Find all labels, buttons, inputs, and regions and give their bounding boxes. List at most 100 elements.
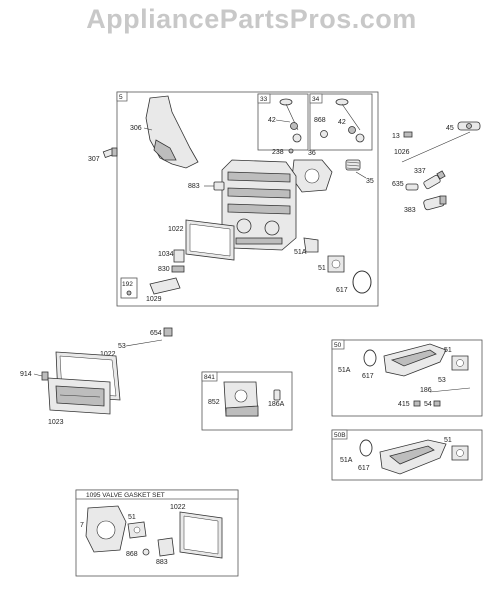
plug-883[interactable]: [213, 181, 225, 191]
label-7-g: 7: [80, 522, 84, 529]
fitting-186A[interactable]: [273, 389, 281, 401]
label-53-m: 53: [438, 377, 446, 384]
label-868-g: 868: [126, 551, 138, 558]
label-42-b: 42: [338, 119, 346, 126]
cylinder-head[interactable]: [221, 159, 297, 251]
group-50B-frame: [331, 429, 483, 481]
bolt-654[interactable]: [163, 327, 173, 337]
valve-keeper-b[interactable]: [348, 126, 356, 134]
valve-keeper-a[interactable]: [290, 122, 298, 130]
label-51A-m: 51A: [338, 367, 351, 374]
label-617: 617: [336, 287, 348, 294]
spark-plug-boot-383[interactable]: [423, 195, 447, 211]
nut-13[interactable]: [403, 131, 413, 138]
valve-exhaust[interactable]: [335, 98, 361, 131]
group-841-frame: [201, 371, 293, 431]
label-1026: 1026: [394, 149, 410, 156]
intake-manifold-50B[interactable]: [379, 439, 447, 475]
label-1034: 1034: [158, 251, 174, 258]
label-617-m: 617: [362, 373, 374, 380]
rocker-arm-45[interactable]: [457, 121, 481, 131]
label-852: 852: [208, 399, 220, 406]
label-1023: 1023: [48, 419, 64, 426]
screw-914[interactable]: [41, 371, 49, 381]
bolt-830[interactable]: [171, 265, 185, 273]
tube-635[interactable]: [405, 183, 419, 191]
clip-192[interactable]: [126, 290, 132, 296]
intake-manifold-50[interactable]: [383, 343, 447, 377]
oring-617[interactable]: [352, 270, 372, 294]
label-883-g: 883: [156, 559, 168, 566]
label-883: 883: [188, 183, 200, 190]
label-51A: 51A: [294, 249, 307, 256]
label-13: 13: [392, 133, 400, 140]
label-830: 830: [158, 266, 170, 273]
screw-307[interactable]: [102, 147, 118, 159]
group-50-frame: [331, 339, 483, 417]
spark-plug-337[interactable]: [423, 170, 446, 190]
label-1022-g: 1022: [170, 504, 186, 511]
plate-1034[interactable]: [173, 249, 185, 263]
valve-spring-35[interactable]: [345, 159, 361, 171]
label-1022: 1022: [168, 226, 184, 233]
label-186-m: 186: [420, 387, 432, 394]
label-1022-b: 1022: [100, 351, 116, 358]
label-51-m: 51: [444, 347, 452, 354]
filter-852[interactable]: [223, 381, 259, 417]
label-53: 53: [118, 343, 126, 350]
group-5-frame: [116, 91, 379, 307]
group-50B: 50B 51A 617 51: [331, 429, 483, 481]
label-654: 654: [150, 330, 162, 337]
group-192-label: 192: [122, 281, 133, 288]
label-45: 45: [446, 125, 454, 132]
group-841-label: 841: [204, 374, 215, 381]
group-50B-label: 50B: [334, 432, 346, 439]
group-5-tag: [116, 91, 128, 102]
gasket-883-g[interactable]: [157, 537, 175, 557]
valve-washer-868[interactable]: [320, 130, 328, 138]
group-5-label: 5: [119, 94, 123, 101]
oring-51A-n[interactable]: [359, 439, 373, 457]
valve-seal-b[interactable]: [355, 133, 365, 143]
label-617-n: 617: [358, 465, 370, 472]
label-306: 306: [130, 125, 142, 132]
valve-cover-1023[interactable]: [47, 377, 111, 415]
label-337: 337: [414, 168, 426, 175]
stud-53[interactable]: [125, 339, 163, 347]
label-36: 36: [308, 150, 316, 157]
group-33-frame: [257, 93, 309, 151]
group-50-label: 50: [334, 342, 342, 349]
label-914: 914: [20, 371, 32, 378]
label-238: 238: [272, 149, 284, 156]
label-383: 383: [404, 207, 416, 214]
label-51-n: 51: [444, 437, 452, 444]
label-51-g: 51: [128, 514, 136, 521]
label-868: 868: [314, 117, 326, 124]
valve-cover-group: 654 1022 53 914 1023: [20, 327, 173, 426]
group-192-frame: [120, 277, 138, 299]
label-635: 635: [392, 181, 404, 188]
stud-53-m[interactable]: [429, 387, 471, 393]
label-42-a: 42: [268, 117, 276, 124]
breather-shield-detail: [153, 139, 177, 161]
label-186A: 186A: [268, 401, 285, 408]
valve-seal-a[interactable]: [292, 133, 302, 143]
label-307: 307: [88, 156, 100, 163]
group-33-label: 33: [260, 96, 268, 103]
oring-51A-m[interactable]: [363, 349, 377, 367]
pin-238[interactable]: [288, 148, 294, 154]
group-1095-label: 1095 VALVE GASKET SET: [86, 492, 165, 499]
washer-868-g[interactable]: [142, 548, 150, 556]
label-51: 51: [318, 265, 326, 272]
label-35: 35: [366, 178, 374, 185]
label-54-m: 54: [424, 401, 432, 408]
right-parts: 13 45 1026 337 635 383: [392, 121, 481, 214]
nut-54[interactable]: [433, 400, 441, 407]
bracket-1029[interactable]: [149, 277, 181, 295]
group-34-label: 34: [312, 96, 320, 103]
screw-415[interactable]: [413, 400, 421, 407]
gasket-51A[interactable]: [303, 237, 319, 253]
group-841: 841 852 186A: [201, 371, 293, 431]
push-rod-1026[interactable]: [401, 131, 471, 163]
